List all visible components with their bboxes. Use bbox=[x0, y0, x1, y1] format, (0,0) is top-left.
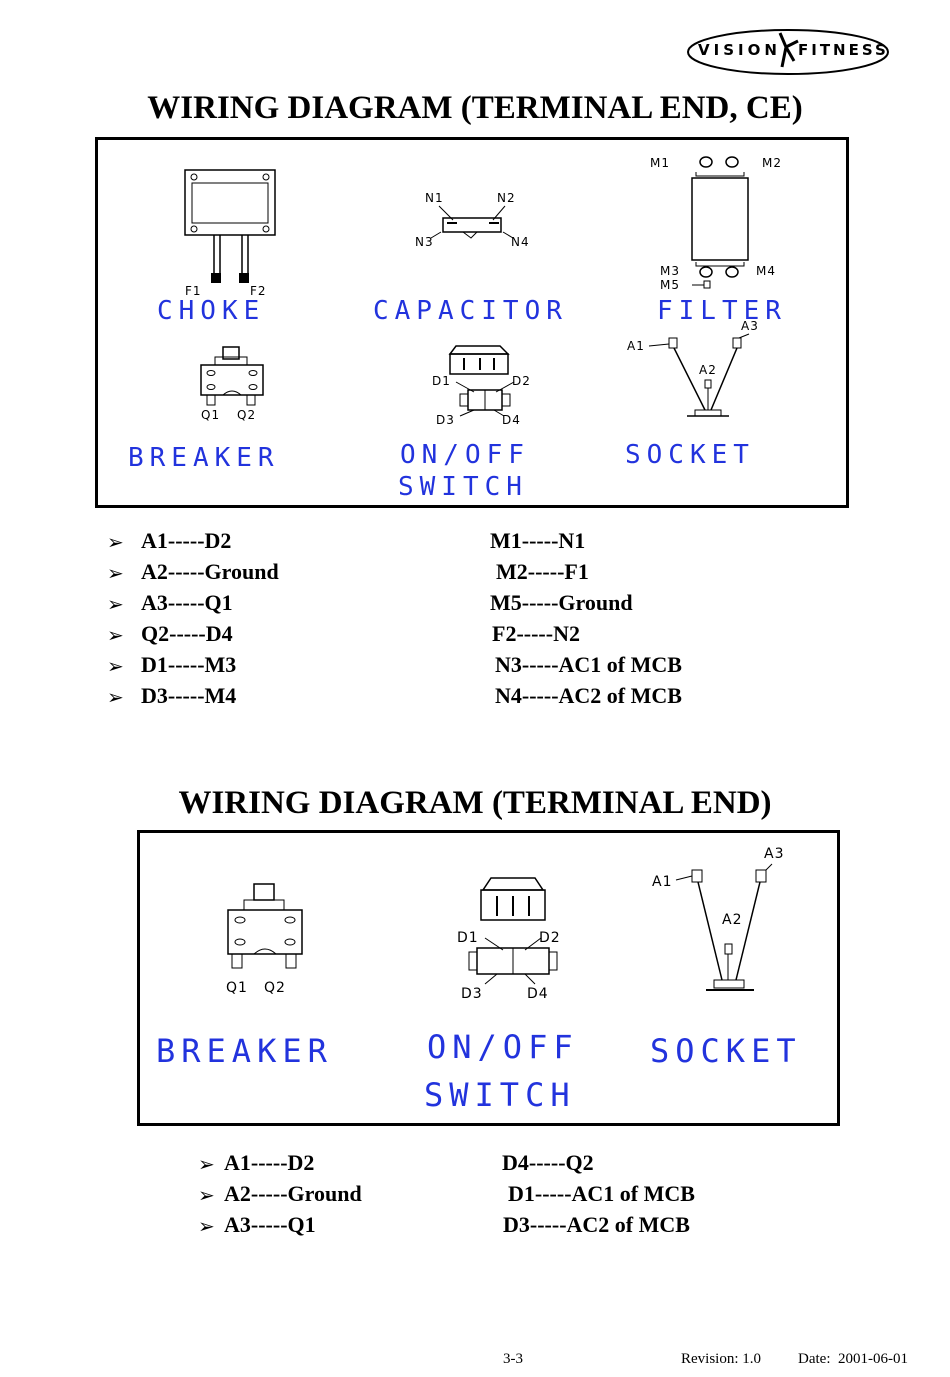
pin-n4: N4 bbox=[511, 235, 530, 249]
connection-left-3: A3-----Q1 bbox=[141, 590, 233, 615]
diagram-panel-ce bbox=[95, 137, 849, 508]
connection-left-2: A2-----Ground bbox=[141, 559, 279, 584]
label-switch-line1: ON/OFF bbox=[400, 440, 530, 470]
pin-q2: Q2 bbox=[264, 980, 286, 996]
label-breaker: BREAKER bbox=[128, 443, 280, 473]
pin-n3: N3 bbox=[415, 235, 434, 249]
pin-a2: A2 bbox=[699, 363, 717, 377]
switch-drawing-2: D1 D2 D3 D4 bbox=[457, 877, 561, 1002]
connection2-right-1: D4-----Q2 bbox=[502, 1150, 594, 1175]
pin-m5: M5 bbox=[660, 278, 680, 292]
pin-q2: Q2 bbox=[237, 408, 256, 422]
pin-a3: A3 bbox=[741, 319, 759, 333]
revision-text: Revision: 1.0 bbox=[681, 1351, 762, 1367]
pin-a3: A3 bbox=[764, 846, 784, 862]
pin-n1: N1 bbox=[425, 191, 444, 205]
pin-a1: A1 bbox=[627, 339, 645, 353]
connection2-right-3: D3-----AC2 of MCB bbox=[503, 1212, 690, 1237]
pin-d1: D1 bbox=[432, 374, 451, 388]
bullet-icon: ➢ bbox=[198, 1214, 215, 1238]
pin-m2: M2 bbox=[762, 156, 782, 170]
label-capacitor: CAPACITOR bbox=[373, 296, 568, 326]
connection-right-1: M1-----N1 bbox=[490, 528, 586, 553]
connection-right-5: N3-----AC1 of MCB bbox=[495, 652, 682, 677]
section2-title: WIRING DIAGRAM (TERMINAL END) bbox=[178, 785, 772, 821]
pin-d4: D4 bbox=[527, 986, 549, 1002]
pin-n2: N2 bbox=[497, 191, 516, 205]
pin-d1: D1 bbox=[457, 930, 479, 946]
connection-right-6: N4-----AC2 of MCB bbox=[495, 683, 682, 708]
page-number: 3-3 bbox=[503, 1351, 523, 1367]
bullet-icon: ➢ bbox=[107, 530, 124, 554]
section1-title: WIRING DIAGRAM (TERMINAL END, CE) bbox=[147, 90, 803, 126]
pin-f2: F2 bbox=[250, 284, 267, 298]
connection-right-3: M5-----Ground bbox=[490, 590, 633, 615]
pin-d3: D3 bbox=[461, 986, 483, 1002]
bullet-icon: ➢ bbox=[198, 1152, 215, 1176]
pin-f1: F1 bbox=[185, 284, 202, 298]
pin-m4: M4 bbox=[756, 264, 776, 278]
label-switch-line2: SWITCH bbox=[398, 472, 528, 502]
connection-right-4: F2-----N2 bbox=[492, 621, 580, 646]
logo-text-vision: VISION bbox=[698, 41, 781, 59]
socket-drawing-2: A3 A1 A2 bbox=[652, 846, 784, 991]
choke-drawing: F1 F2 bbox=[184, 169, 276, 298]
date-text: Date: 2001-06-01 bbox=[798, 1351, 908, 1367]
label-switch-line2-2: SWITCH bbox=[424, 1076, 576, 1114]
label-breaker-2: BREAKER bbox=[156, 1032, 333, 1070]
diagram-panel-standard bbox=[137, 830, 840, 1126]
breaker-drawing-2: Q1 Q2 bbox=[226, 883, 303, 996]
pin-m3: M3 bbox=[660, 264, 680, 278]
label-filter: FILTER bbox=[657, 296, 787, 326]
label-choke: CHOKE bbox=[157, 296, 266, 326]
bullet-icon: ➢ bbox=[107, 685, 124, 709]
capacitor-drawing: N1 N2 N3 N4 bbox=[415, 191, 530, 249]
pin-d3: D3 bbox=[436, 413, 455, 427]
connection2-left-3: A3-----Q1 bbox=[224, 1212, 316, 1237]
connection-left-1: A1-----D2 bbox=[141, 528, 232, 553]
connection2-right-2: D1-----AC1 of MCB bbox=[508, 1181, 695, 1206]
switch-drawing: D1 D2 D3 D4 bbox=[432, 345, 531, 427]
pin-d2: D2 bbox=[512, 374, 531, 388]
bullet-icon: ➢ bbox=[198, 1183, 215, 1207]
pin-q1: Q1 bbox=[226, 980, 248, 996]
pin-d4: D4 bbox=[502, 413, 521, 427]
bullet-icon: ➢ bbox=[107, 623, 124, 647]
pin-d2: D2 bbox=[539, 930, 561, 946]
pin-a2: A2 bbox=[722, 912, 742, 928]
label-socket-2: SOCKET bbox=[650, 1032, 802, 1070]
breaker-drawing: Q1 Q2 bbox=[200, 346, 264, 422]
connection-left-6: D3-----M4 bbox=[141, 683, 237, 708]
bullet-icon: ➢ bbox=[107, 592, 124, 616]
pin-m1: M1 bbox=[650, 156, 670, 170]
pin-q1: Q1 bbox=[201, 408, 220, 422]
pin-a1: A1 bbox=[652, 874, 672, 890]
filter-drawing: M1 M2 M3 M4 M5 bbox=[650, 156, 782, 292]
label-switch-line1-2: ON/OFF bbox=[427, 1028, 579, 1066]
bullet-icon: ➢ bbox=[107, 654, 124, 678]
connection-left-4: Q2-----D4 bbox=[141, 621, 233, 646]
bullet-icon: ➢ bbox=[107, 561, 124, 585]
connection-left-5: D1-----M3 bbox=[141, 652, 237, 677]
label-socket: SOCKET bbox=[625, 440, 755, 470]
socket-drawing: A1 A3 A2 bbox=[627, 319, 759, 417]
connection2-left-2: A2-----Ground bbox=[224, 1181, 362, 1206]
logo-text-fitness: FITNESS bbox=[798, 41, 889, 59]
connection2-left-1: A1-----D2 bbox=[224, 1150, 315, 1175]
connection-right-2: M2-----F1 bbox=[496, 559, 589, 584]
vision-fitness-logo: VISION FITNESS bbox=[686, 27, 890, 77]
